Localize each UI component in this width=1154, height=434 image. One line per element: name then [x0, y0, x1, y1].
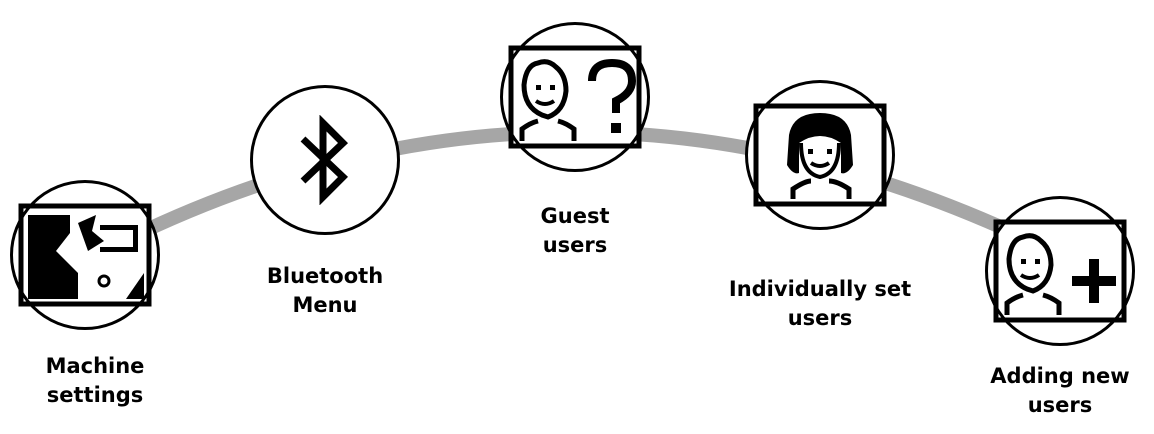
bluetooth-label: Bluetooth Menu — [266, 264, 384, 318]
wrench-settings-icon — [18, 203, 152, 307]
add-user-icon — [993, 219, 1127, 323]
individual-users-label: Individually set users — [728, 277, 912, 331]
machine-settings-circle[interactable] — [10, 180, 160, 330]
guest-users-circle[interactable] — [500, 22, 650, 172]
guest-user-icon — [508, 45, 642, 149]
bluetooth-icon — [300, 115, 349, 205]
machine-settings-label: Machine settings — [45, 354, 145, 408]
guest-users-label: Guest users — [540, 204, 610, 258]
adding-new-users-circle[interactable] — [985, 196, 1135, 346]
bluetooth-circle[interactable] — [250, 85, 400, 235]
adding-new-users-label: Adding new users — [990, 364, 1130, 418]
individual-users-circle[interactable] — [745, 80, 895, 230]
individual-user-icon — [753, 103, 887, 207]
